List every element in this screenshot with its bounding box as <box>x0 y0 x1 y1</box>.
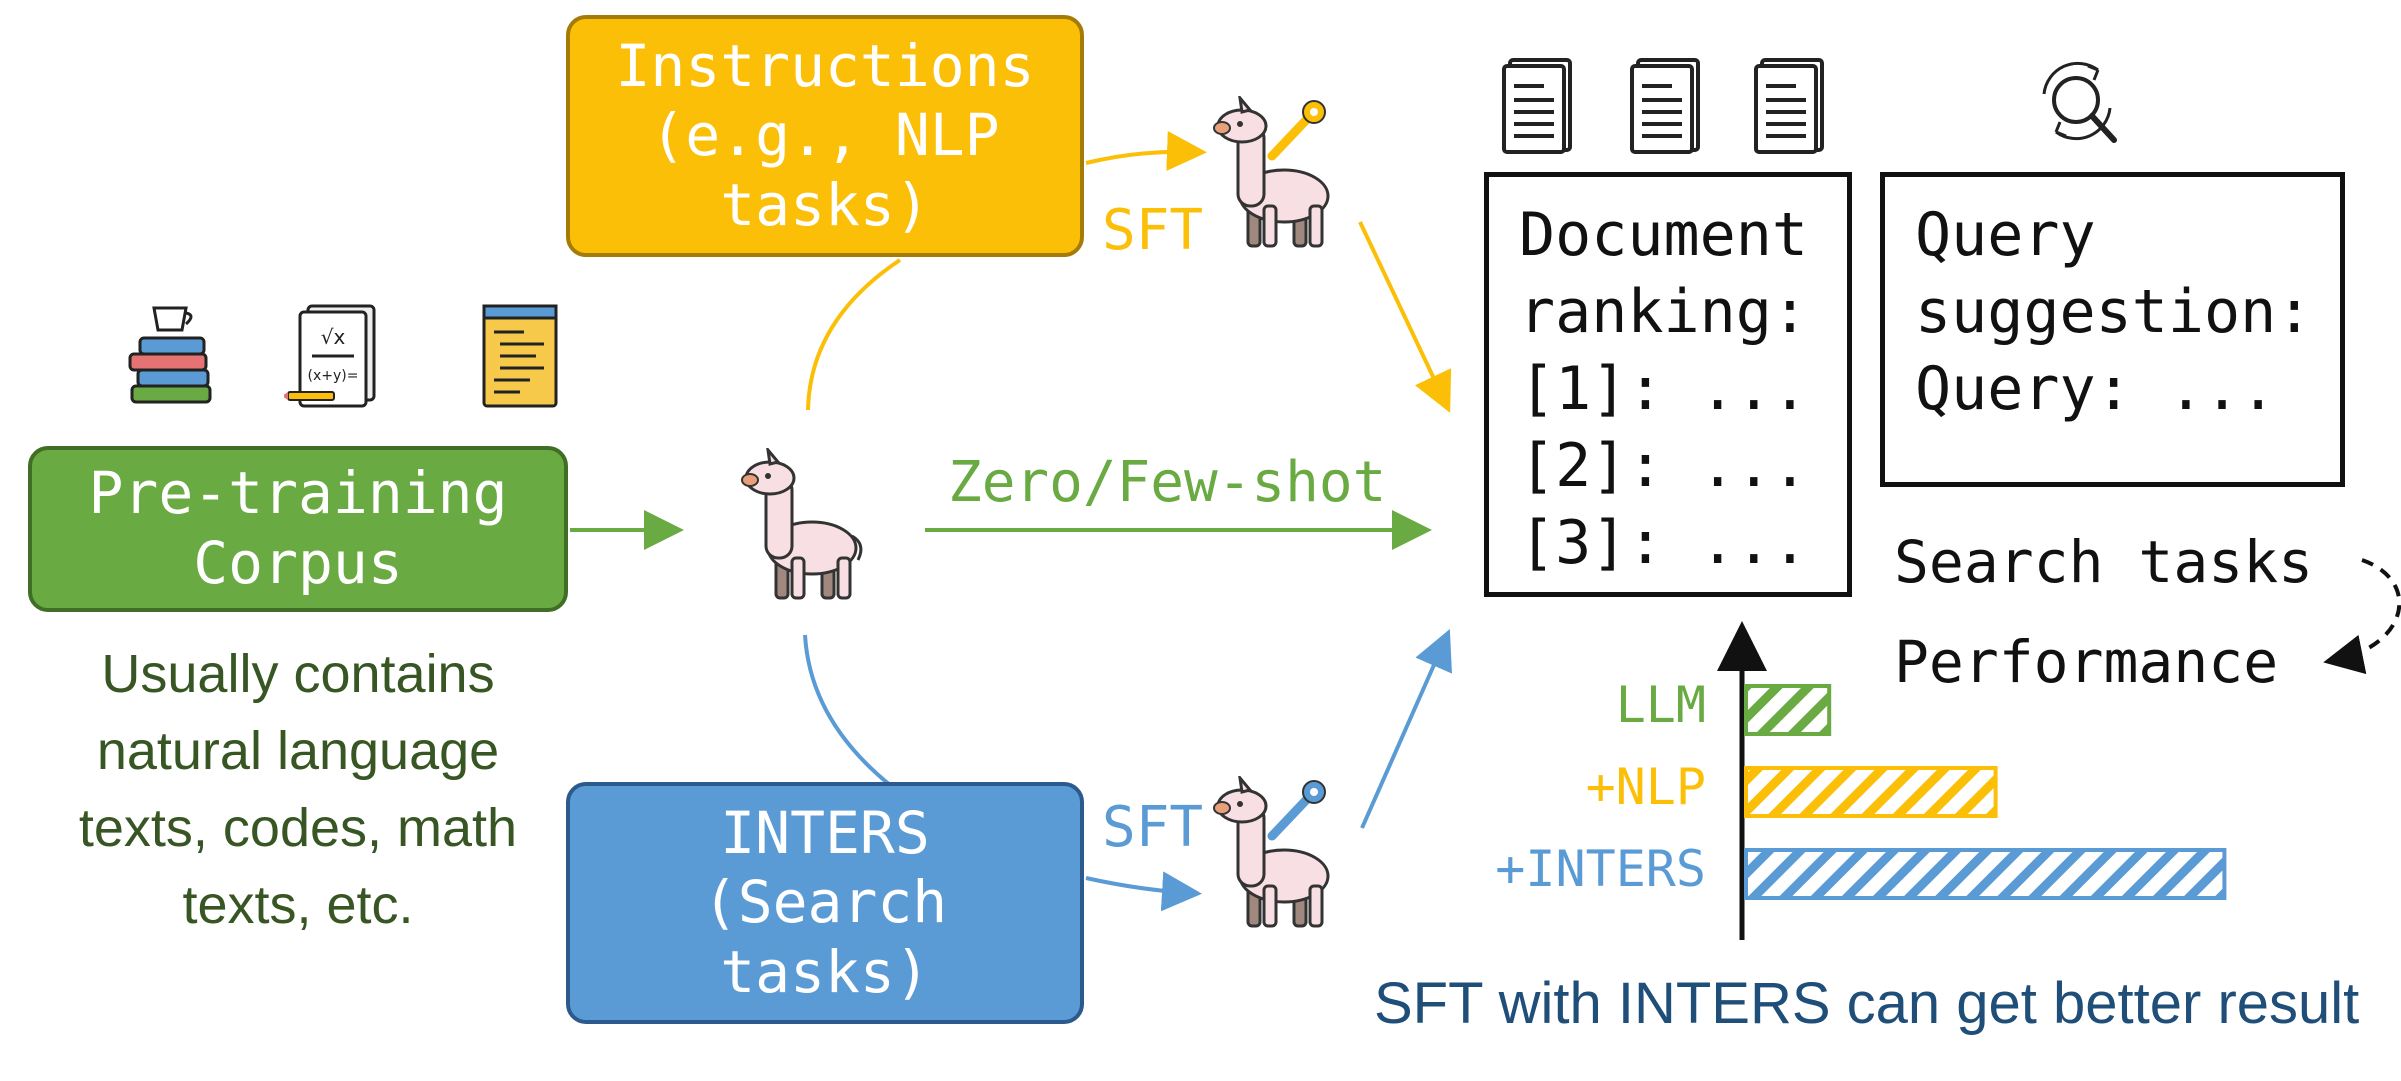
pretraining-line-1: Pre-training <box>88 459 508 528</box>
query-panel-line-1: Query <box>1915 200 2096 270</box>
instructions-box: Instructions (e.g., NLP tasks) <box>566 15 1084 257</box>
doc-panel-line-4: [2]: ... <box>1519 431 1808 501</box>
perf-bar-label: +INTERS <box>1495 840 1706 898</box>
llama-wrench-icon <box>1213 776 1330 928</box>
corpus-description-line-2: natural language <box>96 721 500 781</box>
svg-text:√x: √x <box>321 325 346 349</box>
query-panel-line-2: suggestion: <box>1915 277 2313 347</box>
arrow-inters-to-sft-llama <box>1085 871 1202 912</box>
inters-line-2: (Search <box>702 868 948 937</box>
inters-line-3: tasks) <box>720 937 930 1006</box>
query-suggestion-panel: Query suggestion: Query: ... <box>1880 172 2345 487</box>
inters-line-1: INTERS <box>720 798 930 867</box>
corpus-description-line-1: Usually contains <box>101 644 495 704</box>
llama-wrench-icon <box>1213 96 1330 248</box>
document-icon <box>1502 58 1572 154</box>
math-document-icon: √x (x+y)= <box>284 304 376 408</box>
doc-panel-line-3: [1]: ... <box>1519 354 1808 424</box>
inters-box: INTERS (Search tasks) <box>566 782 1084 1024</box>
instructions-line-1: Instructions <box>615 31 1035 100</box>
corpus-description-line-3: texts, codes, math <box>78 798 518 858</box>
arrow-top-llama-to-tasks <box>1358 221 1452 413</box>
doc-panel-line-1: Document <box>1519 200 1808 270</box>
doc-panel-line-5: [3]: ... <box>1519 508 1808 578</box>
llama-icon <box>741 448 863 600</box>
arrow-bottom-llama-to-tasks <box>1360 629 1452 829</box>
pretraining-line-2: Corpus <box>193 529 403 597</box>
instructions-line-3: tasks) <box>720 170 930 239</box>
instructions-line-2: (e.g., NLP <box>650 101 1000 170</box>
caption: SFT with INTERS can get better result <box>1374 971 2360 1036</box>
perf-bar-inters <box>1744 848 2227 900</box>
perf-bars <box>1744 684 2227 900</box>
document-icon <box>1754 58 1824 154</box>
perf-bar-label: LLM <box>1615 676 1706 734</box>
perf-bar-nlp <box>1744 766 1998 818</box>
code-file-icon <box>482 304 558 408</box>
arrow-instructions-to-sft-llama <box>1085 130 1207 171</box>
search-refresh-icon <box>2042 61 2117 143</box>
perf-bar-label: +NLP <box>1585 758 1706 816</box>
performance-label: Performance <box>1894 628 2279 696</box>
document-ranking-panel: Document ranking: [1]: ... [2]: ... [3]:… <box>1484 172 1852 597</box>
zero-few-shot-label: Zero/Few-shot <box>948 450 1387 515</box>
sft-label-top: SFT <box>1102 198 1204 263</box>
curve-llama-to-instructions <box>806 258 902 411</box>
perf-bar-llm <box>1744 684 1832 736</box>
books-icon <box>128 306 212 404</box>
document-icon <box>1630 58 1700 154</box>
corpus-description: Usually contains natural language texts,… <box>28 636 568 944</box>
doc-panel-line-2: ranking: <box>1519 277 1808 347</box>
search-tasks-label: Search tasks <box>1894 528 2314 596</box>
corpus-description-line-4: texts, etc. <box>182 875 414 935</box>
query-panel-line-3: Query: ... <box>1915 354 2277 424</box>
curved-arrow-search-to-performance <box>2323 558 2401 675</box>
svg-text:(x+y)=: (x+y)= <box>308 368 359 384</box>
curve-llama-to-inters <box>803 634 892 787</box>
pretraining-corpus-box: Pre-training Corpus <box>28 446 568 612</box>
sft-label-bottom: SFT <box>1102 795 1204 860</box>
